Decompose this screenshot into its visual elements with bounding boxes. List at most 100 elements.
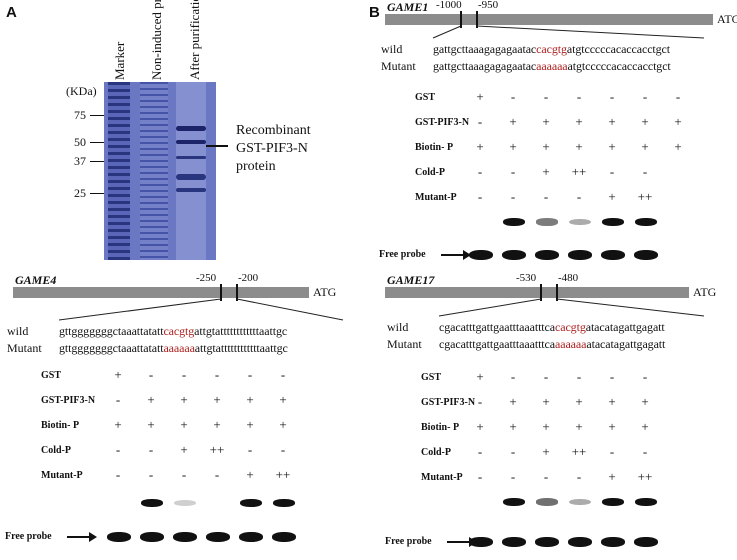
condition-mark-3-0: - — [115, 442, 121, 457]
free-probe-arrow — [441, 250, 471, 260]
row-label-0: GST — [415, 92, 436, 103]
gene-name: GAME17 — [387, 273, 435, 287]
panel-a-letter: A — [6, 4, 17, 21]
shifted-band-lane-6 — [635, 218, 657, 226]
condition-mark-1-1: + — [147, 392, 155, 407]
condition-mark-0-5: - — [642, 369, 648, 384]
condition-mark-4-2: - — [181, 467, 187, 482]
condition-mark-3-3: ++ — [571, 444, 587, 459]
wild-motif: cacgtg — [163, 324, 195, 338]
atg-label: ATG — [693, 285, 717, 299]
free-probe-label: Free probe — [5, 531, 52, 542]
condition-mark-1-4: + — [608, 114, 616, 129]
zoom-line-left — [432, 25, 462, 39]
row-label-0: GST — [421, 372, 442, 383]
mutant-flank-2: atgtcccccacaccacctgct — [567, 59, 671, 73]
shifted-band-lane-5 — [602, 218, 624, 226]
condition-mark-3-5: - — [642, 444, 648, 459]
zoom-line-left — [438, 298, 542, 317]
condition-mark-2-3: + — [575, 139, 583, 154]
zoom-line-right — [556, 298, 705, 317]
condition-mark-1-4: + — [246, 392, 254, 407]
condition-mark-0-3: - — [214, 367, 220, 382]
sds-page-gel — [104, 82, 216, 260]
condition-mark-4-0: - — [477, 469, 483, 484]
wild-label: wild — [7, 324, 29, 338]
shifted-band-lane-5 — [602, 498, 624, 506]
free-probe-arrow — [67, 532, 97, 542]
condition-mark-3-3: ++ — [209, 442, 225, 457]
condition-mark-1-1: + — [509, 114, 517, 129]
zoom-line-right — [236, 298, 344, 321]
condition-mark-4-4: + — [608, 189, 616, 204]
gel-lane-non-induced — [140, 82, 168, 260]
condition-mark-1-5: + — [279, 392, 287, 407]
condition-mark-3-1: - — [510, 164, 516, 179]
shifted-band-lane-6 — [273, 499, 295, 507]
gel-band-purified-2 — [176, 140, 206, 144]
zoom-line-left — [58, 298, 222, 321]
shifted-band-lane-3 — [536, 218, 558, 226]
condition-mark-2-0: + — [114, 417, 122, 432]
mutant-motif: aaaaaa — [536, 59, 568, 73]
gel-band-recombinant — [176, 126, 206, 131]
wild-flank-0: cgacatttgattgaatttaaatttca — [439, 320, 555, 334]
gel-lane-purified — [176, 82, 206, 260]
free-probe-band-lane-5 — [239, 532, 263, 542]
condition-mark-0-2: - — [543, 89, 549, 104]
condition-mark-2-5: + — [641, 419, 649, 434]
condition-mark-0-4: - — [609, 369, 615, 384]
free-probe-band-lane-1 — [469, 250, 493, 260]
mutant-label: Mutant — [387, 337, 422, 351]
condition-mark-1-6: + — [674, 114, 682, 129]
promoter-bar — [385, 287, 689, 298]
annotation-line-2: GST-PIF3-N — [236, 141, 308, 156]
free-probe-label: Free probe — [385, 536, 432, 547]
zoom-lines — [432, 25, 705, 39]
condition-mark-2-4: + — [608, 419, 616, 434]
condition-mark-0-6: - — [675, 89, 681, 104]
wild-flank-2: atacatagattgagatt — [585, 320, 665, 334]
condition-mark-0-2: - — [543, 369, 549, 384]
promoter-bar — [13, 287, 309, 298]
row-label-1: GST-PIF3-N — [41, 395, 96, 406]
condition-mark-2-1: + — [147, 417, 155, 432]
row-label-4: Mutant-P — [415, 192, 457, 203]
condition-mark-0-3: - — [576, 369, 582, 384]
mutant-label: Mutant — [7, 341, 42, 355]
condition-mark-2-2: + — [542, 419, 550, 434]
element-tick-end — [476, 11, 478, 28]
condition-mark-0-0: + — [476, 89, 484, 104]
marker-size-75: 75 — [74, 108, 86, 122]
position-end-label: -200 — [238, 272, 259, 284]
condition-mark-4-5: ++ — [637, 189, 653, 204]
zoom-lines — [438, 298, 705, 317]
condition-mark-1-1: + — [509, 394, 517, 409]
mutant-flank-2: atacatagattgagatt — [586, 337, 666, 351]
condition-mark-3-0: - — [477, 444, 483, 459]
condition-mark-0-5: - — [280, 367, 286, 382]
marker-tick-37 — [90, 161, 104, 162]
free-probe-band-lane-4 — [568, 250, 592, 260]
condition-mark-2-5: + — [279, 417, 287, 432]
free-probe-band-lane-1 — [107, 532, 131, 542]
condition-mark-0-3: - — [576, 89, 582, 104]
condition-mark-4-1: - — [148, 467, 154, 482]
wild-sequence: gattgcttaaagagagaataccacgtgatgtcccccacac… — [433, 42, 670, 57]
condition-mark-1-2: + — [542, 394, 550, 409]
row-label-2: Biotin- P — [421, 422, 460, 433]
condition-mark-3-4: - — [609, 444, 615, 459]
position-start-label: -1000 — [436, 0, 462, 11]
marker-size-50: 50 — [74, 135, 86, 149]
marker-size-37: 37 — [74, 154, 86, 168]
free-probe-band-lane-5 — [601, 537, 625, 547]
condition-mark-2-6: + — [674, 139, 682, 154]
condition-mark-2-4: + — [608, 139, 616, 154]
wild-flank-0: gattgcttaaagagagaatac — [433, 42, 537, 56]
row-label-1: GST-PIF3-N — [415, 117, 470, 128]
wild-motif: cacgtg — [536, 42, 567, 56]
marker-size-25: 25 — [74, 186, 86, 200]
shifted-band-lane-2 — [503, 218, 525, 226]
